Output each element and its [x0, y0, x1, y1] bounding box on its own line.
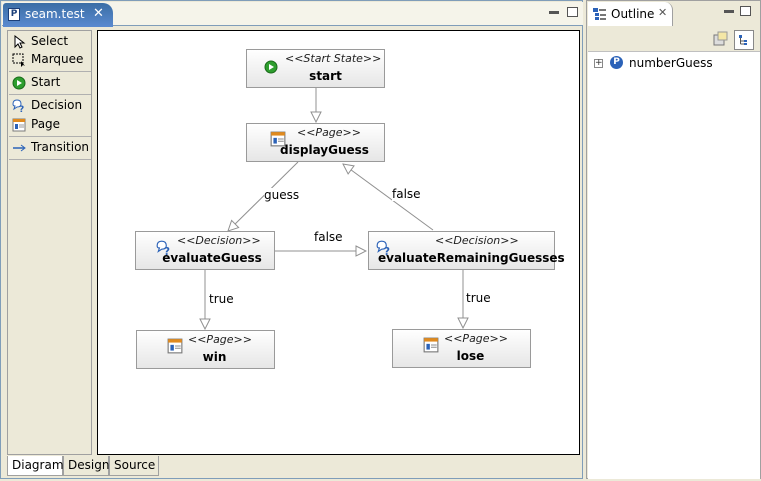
palette-separator: [9, 71, 91, 72]
tree-view-icon: [739, 35, 747, 45]
maximize-button[interactable]: [567, 7, 578, 17]
edge-label-guess[interactable]: guess: [264, 188, 300, 202]
close-icon[interactable]: ✕: [93, 6, 104, 21]
palette-item-label: Page: [31, 117, 61, 131]
page-icon: [167, 338, 183, 354]
palette-item-label: Marquee: [31, 52, 84, 66]
overview-icon: [713, 31, 728, 46]
outline-tab[interactable]: Outline ✕: [588, 2, 673, 26]
svg-text:?: ?: [384, 246, 390, 256]
outline-view-icon: [593, 8, 606, 20]
minimize-button[interactable]: [549, 11, 559, 14]
outline-overview-button[interactable]: [712, 31, 730, 49]
edge-label-false-across[interactable]: false: [314, 230, 343, 244]
node-stereotype: <<Page>>: [444, 332, 508, 345]
outline-tree-button[interactable]: [734, 30, 754, 50]
page-icon: [270, 131, 286, 147]
node-stereotype: <<Decision>>: [435, 234, 519, 247]
tree-item-label: numberGuess: [629, 56, 713, 70]
start-state-icon: [264, 60, 278, 74]
palette-item-label: Decision: [31, 98, 83, 112]
outline-tree: + P numberGuess: [588, 51, 760, 479]
editor-tab-seam-test[interactable]: P seam.test ✕: [3, 3, 113, 27]
decision-icon: ?: [156, 240, 170, 256]
palette-item-label: Transition: [31, 140, 90, 154]
transition-arrow-icon: [13, 144, 26, 152]
transition-false-back[interactable]: [343, 164, 434, 231]
node-name: win: [202, 350, 227, 364]
node-stereotype: <<Page>>: [188, 333, 252, 346]
edge-label-true-lose[interactable]: true: [466, 291, 491, 305]
node-name: lose: [456, 349, 485, 363]
marquee-icon: [12, 53, 25, 67]
editor-tab-bar: P seam.test ✕: [2, 2, 583, 27]
start-state-icon: [12, 76, 26, 90]
outline-panel: Outline ✕ + P numberGuess: [586, 0, 761, 479]
node-stereotype: <<Start State>>: [285, 52, 382, 65]
outline-minimize-button[interactable]: [724, 10, 734, 13]
palette-transition[interactable]: Transition: [10, 139, 90, 157]
editor-tab-label: seam.test: [25, 7, 85, 21]
tool-palette: Select Marquee Start ? Decision Page Tra…: [7, 30, 92, 455]
close-icon[interactable]: ✕: [658, 6, 668, 19]
diagram-canvas[interactable]: <<Start State>> start <<Page>> displayGu…: [97, 30, 580, 455]
outline-tab-label: Outline: [611, 7, 655, 21]
page-icon: [423, 337, 439, 353]
node-win[interactable]: <<Page>> win: [136, 330, 275, 369]
node-evaluateguess[interactable]: ? <<Decision>> evaluateGuess: [135, 231, 275, 270]
palette-separator: [9, 136, 91, 137]
palette-page[interactable]: Page: [10, 116, 90, 134]
process-file-icon: P: [8, 8, 20, 21]
svg-text:?: ?: [19, 105, 24, 113]
palette-separator: [9, 159, 91, 160]
palette-start[interactable]: Start: [10, 74, 90, 92]
node-evaluateremainingguesses[interactable]: ? <<Decision>> evaluateRemainingGuesses: [368, 231, 565, 270]
palette-select[interactable]: Select: [10, 33, 90, 51]
palette-item-label: Start: [31, 75, 61, 89]
tab-diagram[interactable]: Diagram: [7, 456, 64, 476]
node-name: evaluateGuess: [162, 251, 262, 265]
node-name: displayGuess: [280, 143, 369, 157]
edge-label-true-win[interactable]: true: [209, 292, 234, 306]
outline-maximize-button[interactable]: [740, 6, 751, 16]
node-stereotype: <<Decision>>: [177, 234, 261, 247]
expand-icon[interactable]: +: [594, 58, 603, 68]
tree-item-numberguess[interactable]: + P numberGuess: [594, 55, 754, 73]
palette-separator: [9, 94, 91, 95]
editor-panel: P seam.test ✕ Select Marquee Start ? Dec…: [0, 0, 583, 479]
minimize-icon: [724, 10, 734, 13]
decision-icon: ?: [12, 99, 24, 113]
page-icon: [12, 118, 26, 132]
node-name: start: [309, 69, 342, 83]
editor-page-tabs: Diagram Design Source: [7, 456, 581, 476]
cursor-arrow-icon: [14, 35, 26, 49]
node-displayguess[interactable]: <<Page>> displayGuess: [246, 123, 385, 162]
node-stereotype: <<Page>>: [297, 126, 361, 139]
node-start[interactable]: <<Start State>> start: [246, 49, 385, 88]
transition-guess[interactable]: [228, 161, 299, 231]
tab-source[interactable]: Source: [109, 456, 159, 476]
minimize-icon: [549, 11, 559, 14]
tab-design[interactable]: Design: [63, 456, 109, 476]
palette-marquee[interactable]: Marquee: [10, 51, 90, 69]
palette-decision[interactable]: ? Decision: [10, 97, 90, 115]
transition-lines: [98, 88, 579, 454]
node-name: evaluateRemainingGuesses: [378, 251, 565, 265]
svg-text:?: ?: [164, 246, 170, 256]
process-icon: P: [610, 56, 623, 69]
palette-item-label: Select: [31, 34, 69, 48]
node-lose[interactable]: <<Page>> lose: [392, 329, 531, 368]
decision-icon: ?: [376, 240, 390, 256]
edge-label-false-back[interactable]: false: [392, 187, 421, 201]
